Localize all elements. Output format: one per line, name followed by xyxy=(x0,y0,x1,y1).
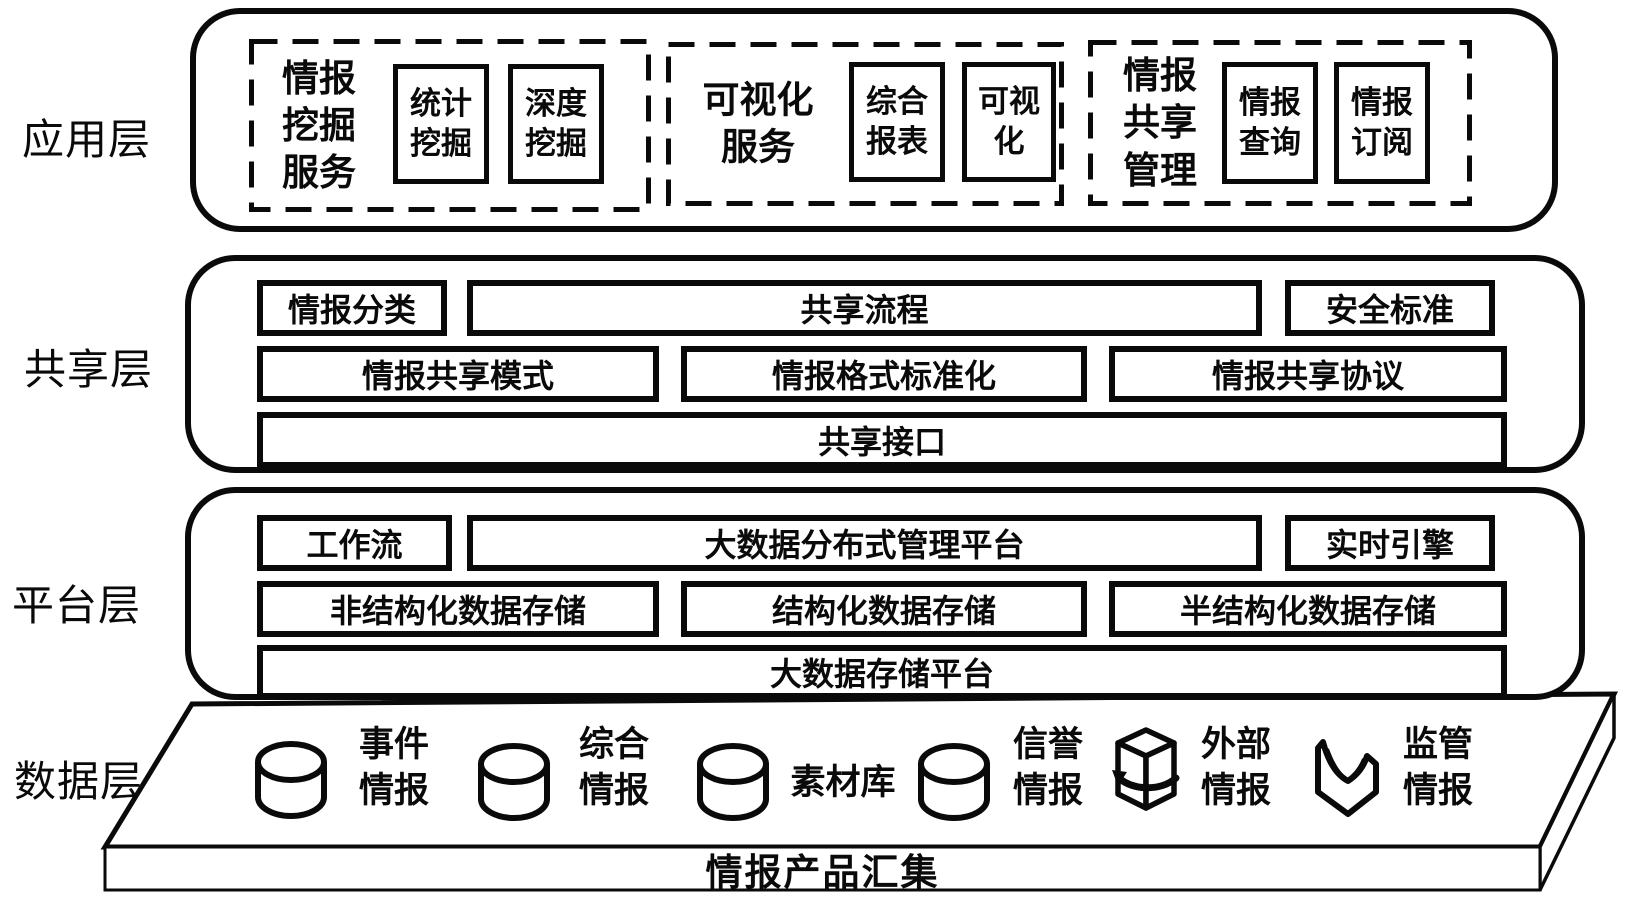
database-cylinder-icon xyxy=(478,743,550,821)
group-visualization-service: 可视化 服务 综合 报表 可视 化 xyxy=(666,42,1064,206)
item-comprehensive-report: 综合 报表 xyxy=(849,62,945,182)
sharing-layer-container: 情报分类 共享流程 安全标准 情报共享模式 情报格式标准化 情报共享协议 共享接… xyxy=(185,255,1585,473)
cell-sharing-process: 共享流程 xyxy=(467,280,1262,336)
source-reputation-intel xyxy=(915,742,993,829)
source-label: 信誉 情报 xyxy=(1012,725,1083,810)
cell-security-standard: 安全标准 xyxy=(1285,280,1495,336)
cell-intel-sharing-protocol: 情报共享协议 xyxy=(1109,346,1507,402)
dashed-border xyxy=(1088,40,1472,206)
group-title-intel-sharing: 情报 共享 管理 xyxy=(1123,54,1197,191)
cell-workflow: 工作流 xyxy=(257,515,452,571)
layer-label-data: 数据层 xyxy=(14,758,144,805)
platform-layer-container: 工作流 大数据分布式管理平台 实时引擎 非结构化数据存储 结构化数据存储 半结构… xyxy=(185,487,1585,700)
layer-label-sharing: 共享层 xyxy=(24,346,154,393)
database-cylinder-icon xyxy=(697,743,769,821)
item-intel-subscription: 情报 订阅 xyxy=(1334,62,1430,184)
layer-label-application: 应用层 xyxy=(22,116,152,163)
cell-bigdata-storage-platform: 大数据存储平台 xyxy=(257,645,1507,699)
source-label: 监管 情报 xyxy=(1402,725,1473,810)
cell-intel-classification: 情报分类 xyxy=(257,280,447,336)
database-cylinder-icon xyxy=(255,741,327,819)
database-cylinder-icon xyxy=(918,743,990,821)
group-title-intel-mining: 情报 挖掘 服务 xyxy=(282,57,356,194)
source-event-intel xyxy=(252,740,330,827)
document-holder-icon xyxy=(1315,739,1379,817)
source-external-intel xyxy=(1110,726,1182,825)
package-box-icon xyxy=(1112,727,1180,811)
layer-label-platform: 平台层 xyxy=(12,582,142,629)
base-bar-label: 情报产品汇集 xyxy=(705,852,940,893)
item-deep-mining: 深度 挖掘 xyxy=(508,64,604,184)
item-visualization: 可视 化 xyxy=(962,62,1056,182)
cell-structured-storage: 结构化数据存储 xyxy=(681,581,1087,637)
cell-sharing-interface: 共享接口 xyxy=(257,412,1507,468)
source-label: 事件 情报 xyxy=(358,725,429,810)
slab-front-face xyxy=(103,845,1542,892)
source-label: 素材库 xyxy=(790,763,896,802)
source-label: 综合 情报 xyxy=(578,725,649,810)
source-material-library xyxy=(694,742,772,829)
application-layer-container: 情报 挖掘 服务 统计 挖掘 深度 挖掘 可视化 服务 综合 报表 可视 化 情… xyxy=(190,8,1558,232)
cell-intel-sharing-mode: 情报共享模式 xyxy=(257,346,659,402)
item-statistical-mining: 统计 挖掘 xyxy=(393,64,489,184)
cell-unstructured-storage: 非结构化数据存储 xyxy=(257,581,659,637)
group-title-visualization: 可视化 服务 xyxy=(702,79,814,168)
cell-semistructured-storage: 半结构化数据存储 xyxy=(1109,581,1507,637)
cell-bigdata-distributed-mgmt: 大数据分布式管理平台 xyxy=(467,515,1262,571)
group-intel-mining-service: 情报 挖掘 服务 统计 挖掘 深度 挖掘 xyxy=(249,39,651,212)
dashed-border xyxy=(666,42,1064,206)
item-intel-query: 情报 查询 xyxy=(1222,62,1318,184)
group-intel-sharing-management: 情报 共享 管理 情报 查询 情报 订阅 xyxy=(1088,40,1472,206)
source-comprehensive-intel xyxy=(475,742,553,829)
cell-intel-format-standard: 情报格式标准化 xyxy=(681,346,1087,402)
source-label: 外部 情报 xyxy=(1200,725,1271,810)
source-regulatory-intel xyxy=(1310,734,1384,825)
cell-realtime-engine: 实时引擎 xyxy=(1285,515,1495,571)
dashed-border xyxy=(249,39,651,212)
